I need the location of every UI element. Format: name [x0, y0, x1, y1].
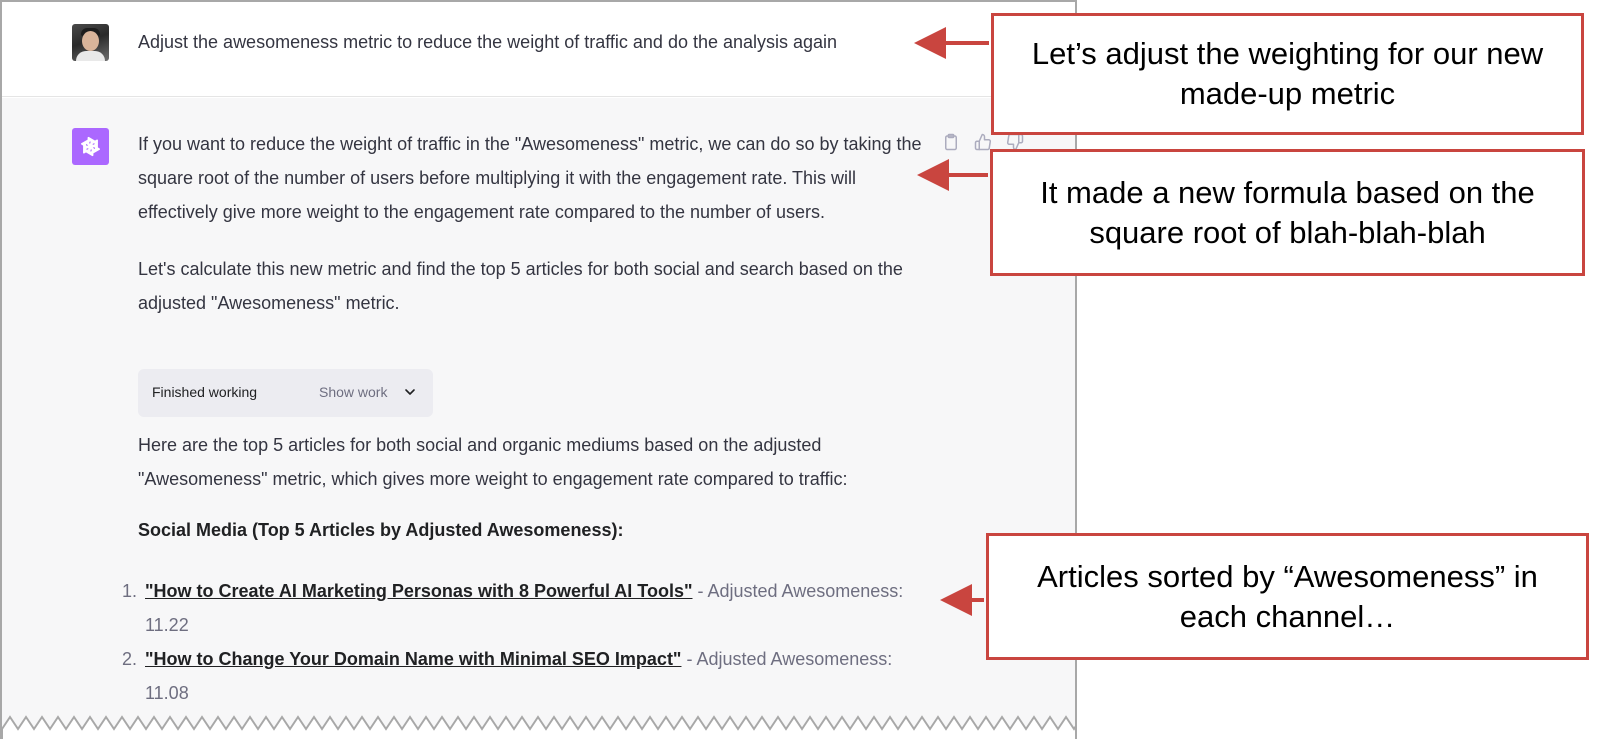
article-suffix: - Adjusted Awesomeness:: [681, 649, 893, 669]
list-item: 1. "How to Create AI Marketing Personas …: [114, 574, 934, 642]
clipboard-icon: [945, 133, 957, 151]
thumbs-up-icon: [974, 133, 992, 151]
assistant-paragraph-2: Let's calculate this new metric and find…: [138, 259, 903, 313]
assistant-message-content: If you want to reduce the weight of traf…: [138, 127, 928, 320]
assistant-avatar: [72, 128, 109, 165]
article-suffix: - Adjusted Awesomeness:: [692, 581, 904, 601]
openai-logo-icon: [81, 136, 100, 157]
article-score: 11.22: [145, 615, 189, 635]
callout-text: Let’s adjust the weighting for our new m…: [1031, 36, 1544, 111]
avatar-shirt: [76, 51, 105, 61]
chat-window: Adjust the awesomeness metric to reduce …: [0, 0, 1077, 739]
article-link[interactable]: "How to Create AI Marketing Personas wit…: [145, 581, 693, 601]
callout-adjust-weighting: Let’s adjust the weighting for our new m…: [991, 13, 1584, 135]
section-heading: Social Media (Top 5 Articles by Adjusted…: [138, 520, 624, 540]
article-list: 1. "How to Create AI Marketing Personas …: [114, 574, 934, 710]
callout-text: It made a new formula based on the squar…: [1040, 174, 1535, 250]
user-message-text: Adjust the awesomeness metric to reduce …: [138, 32, 838, 52]
user-avatar: [72, 24, 109, 61]
work-status-label: Finished working: [152, 384, 258, 400]
thumbs-up-button[interactable]: [972, 131, 994, 153]
list-number: 2.: [122, 649, 138, 669]
show-work-button[interactable]: Show work: [319, 384, 388, 400]
finished-working-panel[interactable]: Finished working Show work: [138, 369, 433, 417]
avatar-face: [82, 31, 99, 51]
copy-button[interactable]: [940, 131, 962, 153]
article-score: 11.08: [145, 683, 189, 703]
callout-new-formula: It made a new formula based on the squar…: [990, 149, 1585, 276]
callout-articles-sorted: Articles sorted by “Awesomeness” in each…: [986, 533, 1589, 660]
user-message-row: Adjust the awesomeness metric to reduce …: [2, 2, 1075, 97]
assistant-paragraph-1: If you want to reduce the weight of traf…: [138, 134, 922, 222]
list-item: 2. "How to Change Your Domain Name with …: [114, 642, 934, 710]
torn-edge: [2, 715, 1075, 739]
chevron-down-icon[interactable]: [402, 384, 418, 400]
list-number: 1.: [122, 581, 138, 601]
callout-text: Articles sorted by “Awesomeness” in each…: [1037, 558, 1538, 634]
assistant-paragraph-3: Here are the top 5 articles for both soc…: [138, 435, 848, 489]
article-link[interactable]: "How to Change Your Domain Name with Min…: [145, 649, 682, 669]
assistant-message-row: If you want to reduce the weight of traf…: [2, 98, 1075, 739]
